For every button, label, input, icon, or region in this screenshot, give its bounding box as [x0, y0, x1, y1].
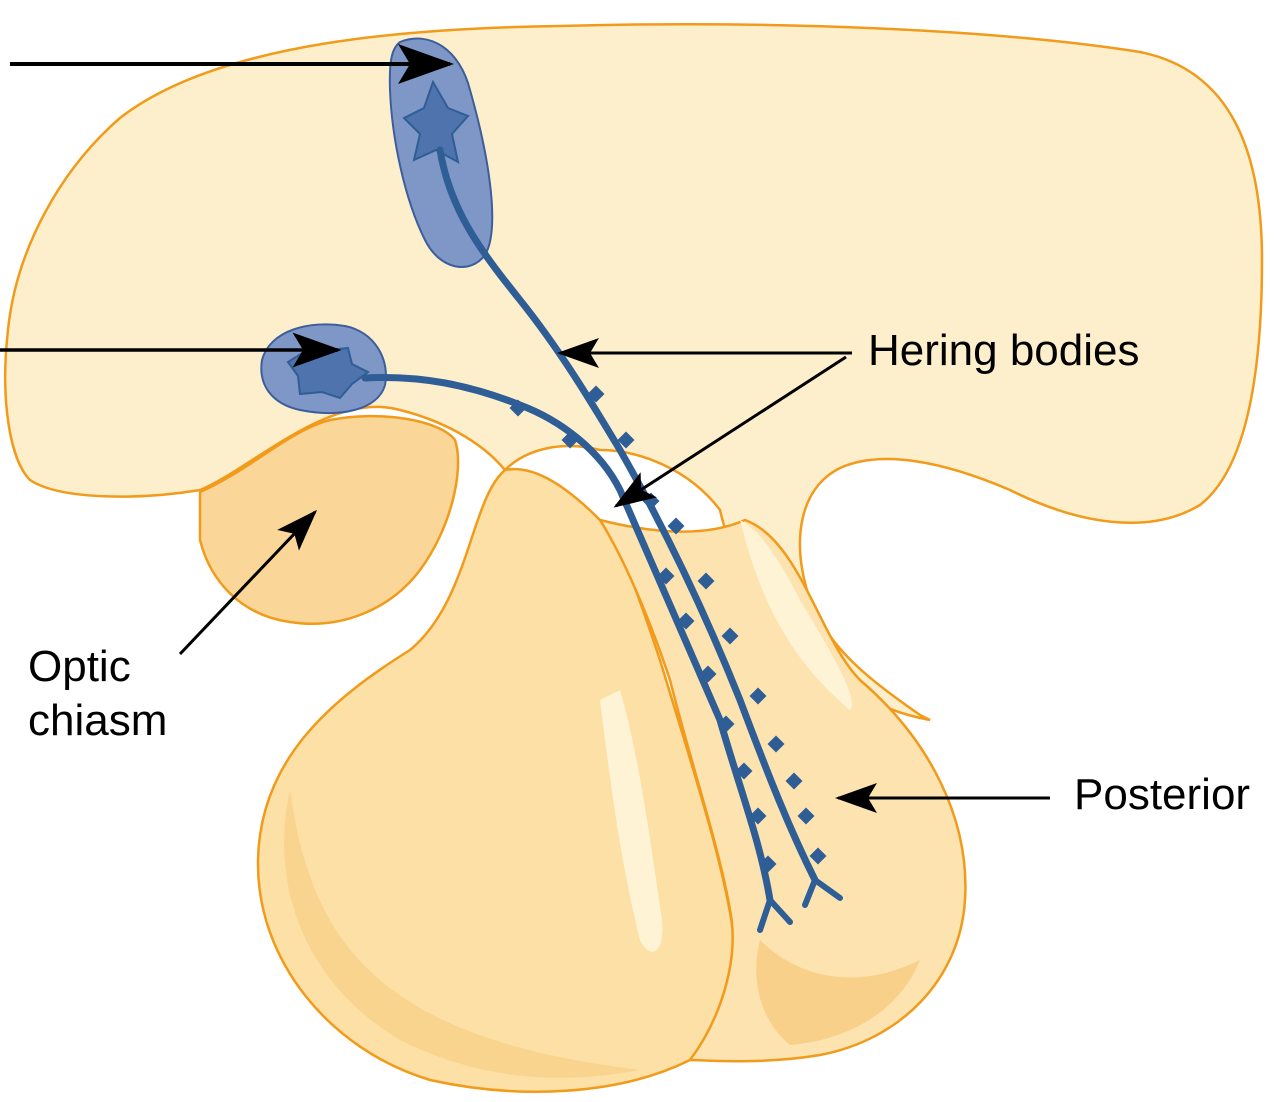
- hering-bodies-label: Hering bodies: [868, 324, 1140, 378]
- optic-chiasm-label: Optic chiasm: [28, 640, 167, 747]
- posterior-label: Posterior: [1074, 768, 1250, 822]
